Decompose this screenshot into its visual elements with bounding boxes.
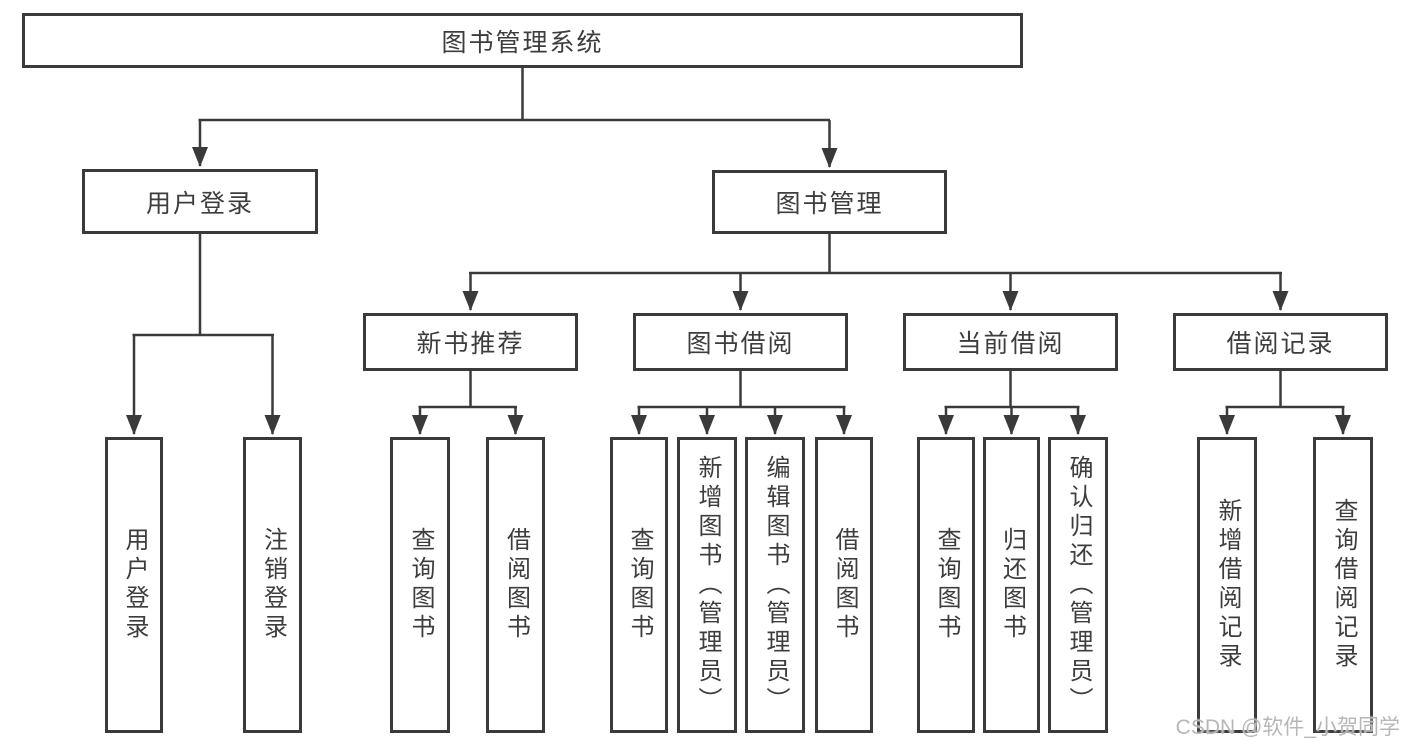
leaf-logout: 注销登录 (243, 437, 302, 733)
leaf-user-login: 用户登录 (105, 437, 163, 733)
node-current-borrowing: 当前借阅 (903, 313, 1118, 371)
node-user-login: 用户登录 (82, 169, 318, 234)
csdn-watermark: CSDN @软件_小贺同学 (1175, 716, 1400, 739)
node-new-book-recommendation: 新书推荐 (363, 313, 578, 371)
leaf-borrowing-borrow-books: 借阅图书 (815, 437, 873, 733)
leaf-borrowing-edit-books-admin: 编辑图书（管理员） (745, 437, 805, 733)
node-book-borrowing: 图书借阅 (633, 313, 848, 371)
leaf-records-add-borrow-record: 新增借阅记录 (1197, 437, 1257, 733)
leaf-current-confirm-return-admin: 确认归还（管理员） (1048, 437, 1108, 733)
leaf-records-query-borrow-record: 查询借阅记录 (1313, 437, 1373, 733)
node-book-management: 图书管理 (712, 170, 947, 234)
node-book-management-system: 图书管理系统 (22, 13, 1023, 68)
leaf-newbooks-query-books: 查询图书 (390, 437, 450, 733)
leaf-current-return-books: 归还图书 (983, 437, 1040, 733)
leaf-newbooks-borrow-books: 借阅图书 (486, 437, 545, 733)
node-borrowing-records: 借阅记录 (1173, 313, 1388, 371)
leaf-borrowing-add-books-admin: 新增图书（管理员） (677, 437, 737, 733)
leaf-current-query-books: 查询图书 (917, 437, 975, 733)
leaf-borrowing-query-books: 查询图书 (610, 437, 668, 733)
